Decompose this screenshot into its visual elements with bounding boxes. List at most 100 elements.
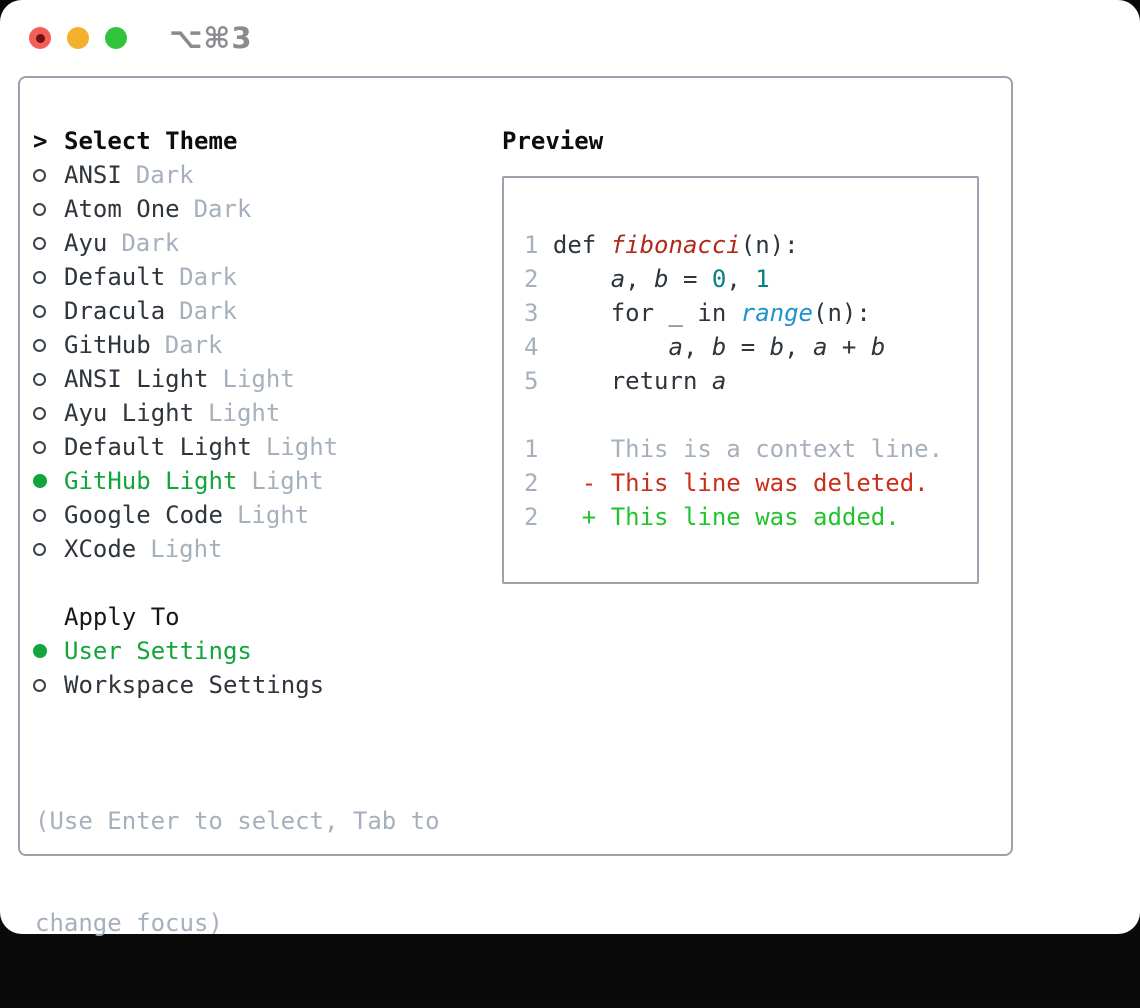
option-label: Default [64,263,165,291]
code-token: def [553,231,611,259]
preview-column: Preview 1 def fibonacci(n):2 a, b = 0, 1… [502,124,1002,584]
option-label: Ayu [64,229,107,257]
code-token: 1 [755,265,769,293]
radio-icon [33,407,46,420]
variant-badge: Light [237,501,309,529]
radio-icon [33,203,46,216]
code-line-7: 1 This is a context line. [524,432,977,466]
code-blank-line [524,398,977,432]
code-token: , [784,333,813,361]
line-number: 3 [524,299,553,327]
option-label: Google Code [64,501,223,529]
code-line-3: 3 for _ in range(n): [524,296,977,330]
code-token: , [683,333,712,361]
code-line-4: 4 a, b = b, a + b [524,330,977,364]
radio-icon [33,305,46,318]
variant-badge: Light [223,365,295,393]
keyboard-hint: (Use Enter to select, Tab to change focu… [35,736,483,1008]
apply-to-header: Apply To [33,600,483,634]
variant-badge: Light [208,399,280,427]
option-label: User Settings [64,637,252,665]
apply-option-user-settings[interactable]: User Settings [33,634,483,668]
code-token: = [726,333,769,361]
line-number: 2 [524,469,553,497]
option-label: Default Light [64,433,252,461]
close-button[interactable] [29,27,51,49]
code-token: b [712,333,726,361]
option-label: Atom One [64,195,180,223]
code-token: a [611,265,625,293]
line-number: 1 [524,435,553,463]
radio-icon [33,169,46,182]
theme-option-default[interactable]: Default Dark [33,260,483,294]
code-line-1: 1 def fibonacci(n): [524,228,977,262]
variant-badge: Dark [179,297,237,325]
line-number: 4 [524,333,553,361]
code-line-2: 2 a, b = 0, 1 [524,262,977,296]
radio-icon [33,441,46,454]
code-token: a [712,367,726,395]
line-number: 2 [524,503,553,531]
code-token: b [770,333,784,361]
variant-badge: Dark [194,195,252,223]
minimize-button[interactable] [67,27,89,49]
code-token: + [827,333,870,361]
apply-option-workspace-settings[interactable]: Workspace Settings [33,668,483,702]
radio-icon [33,373,46,386]
code-token: (n): [813,299,871,327]
code-token: fibonacci [611,231,741,259]
option-label: Workspace Settings [64,671,324,699]
hint-line-2: change focus) [35,906,483,940]
option-label: XCode [64,535,136,563]
variant-badge: Dark [165,331,223,359]
line-number: 1 [524,231,553,259]
theme-option-google-code[interactable]: Google Code Light [33,498,483,532]
preview-title: Preview [502,124,1002,158]
radio-icon [33,543,46,556]
variant-badge: Dark [179,263,237,291]
window-shortcut-label: ⌥⌘3 [169,21,253,55]
title-bar: ⌥⌘3 [0,0,1140,76]
apply-to-title: Apply To [64,603,180,631]
code-token: return [553,367,712,395]
variant-badge: Light [251,467,323,495]
theme-option-ayu[interactable]: Ayu Dark [33,226,483,260]
code-line-5: 5 return a [524,364,977,398]
theme-option-atom-one[interactable]: Atom One Dark [33,192,483,226]
code-token: a [813,333,827,361]
variant-badge: Dark [136,161,194,189]
option-label: GitHub [64,331,151,359]
variant-badge: Dark [121,229,179,257]
theme-option-default-light[interactable]: Default Light Light [33,430,483,464]
variant-badge: Light [266,433,338,461]
code-token [553,265,611,293]
theme-option-ansi-light[interactable]: ANSI Light Light [33,362,483,396]
theme-option-github[interactable]: GitHub Dark [33,328,483,362]
radio-selected-icon [33,474,47,488]
code-token: = [669,265,712,293]
option-label: ANSI Light [64,365,209,393]
code-line-9: 2 + This line was added. [524,500,977,534]
code-token: - This line was deleted. [553,469,929,497]
code-token: b [654,265,668,293]
code-token: range [741,299,813,327]
radio-icon [33,271,46,284]
code-token: , [625,265,654,293]
radio-selected-icon [33,644,47,658]
radio-icon [33,237,46,250]
code-token: a [669,333,683,361]
close-button-dot-icon [36,34,45,43]
code-line-8: 2 - This line was deleted. [524,466,977,500]
radio-icon [33,679,46,692]
maximize-button[interactable] [105,27,127,49]
